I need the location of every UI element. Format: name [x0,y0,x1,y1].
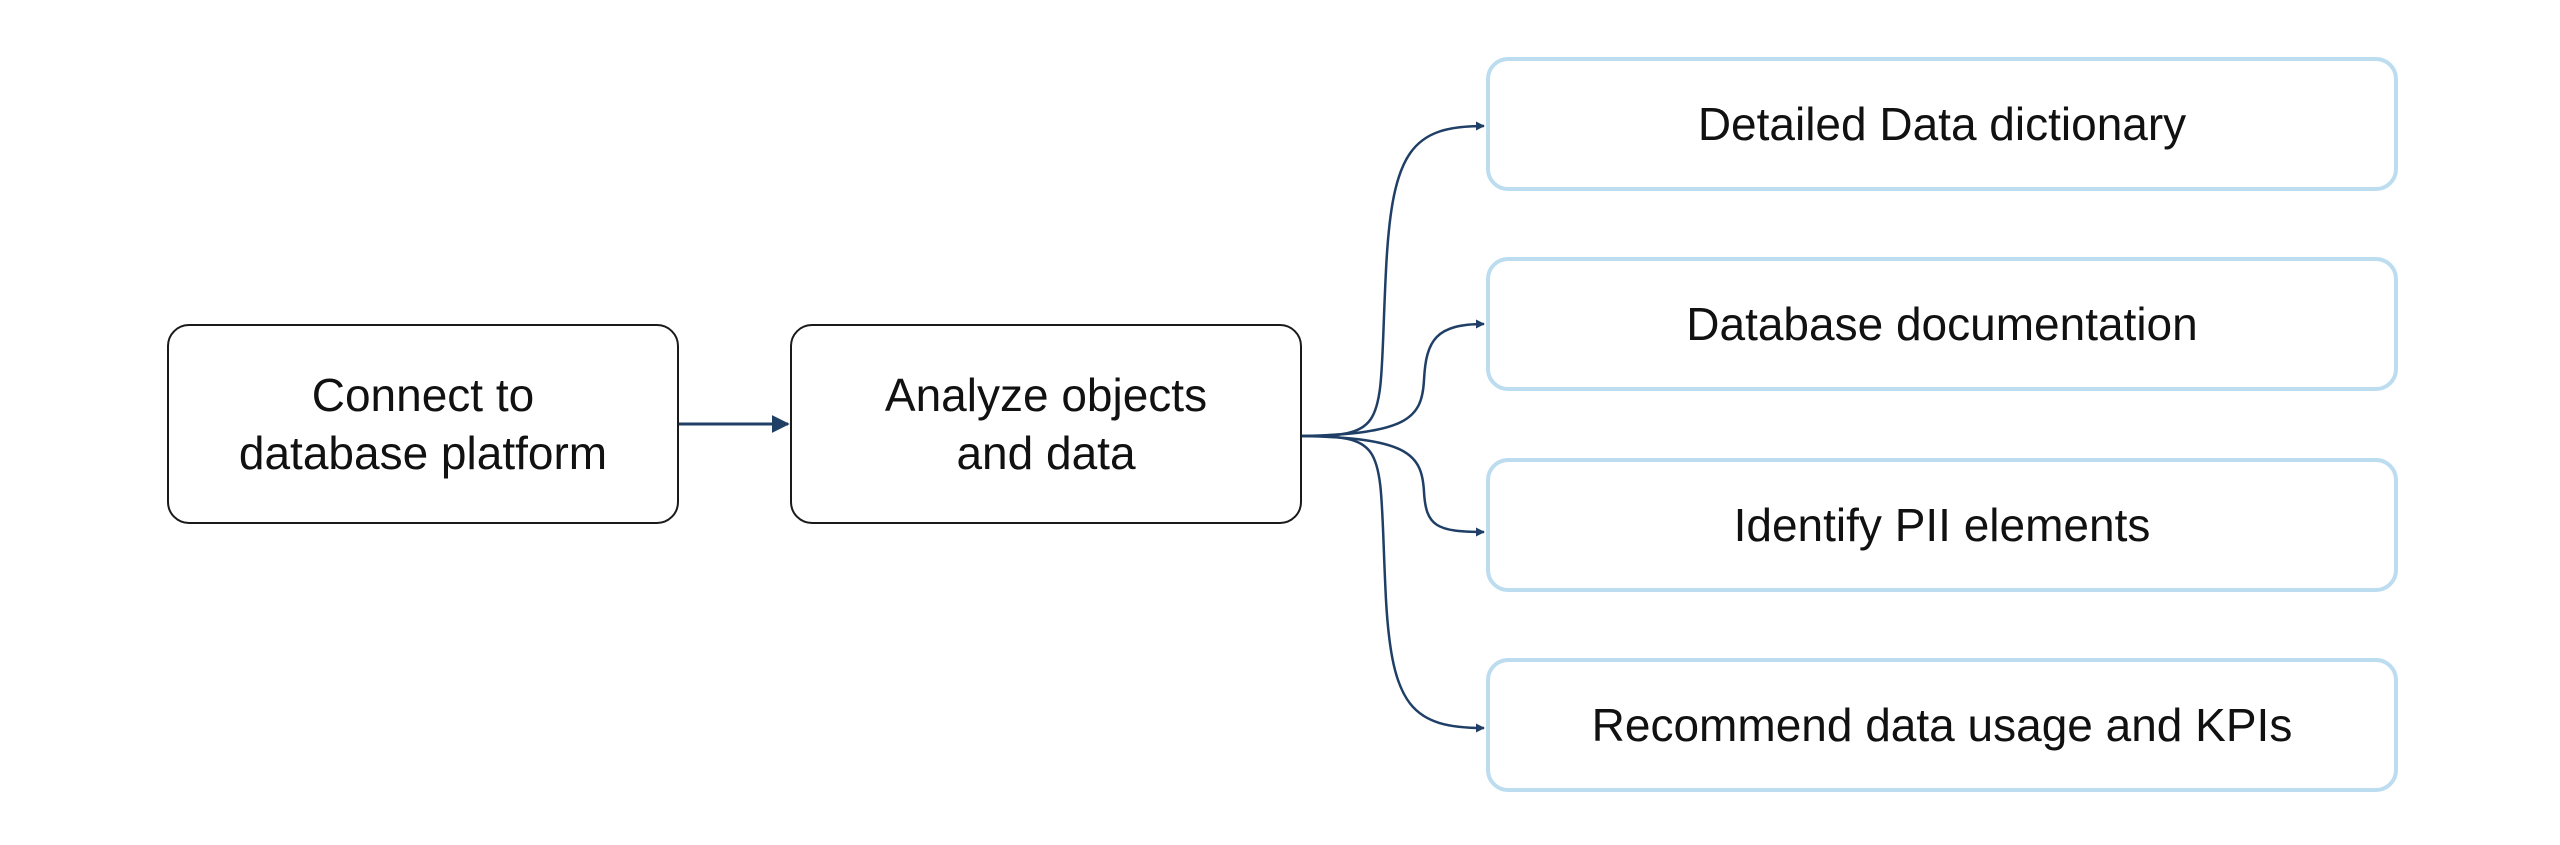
step-connect-to-database: Connect to database platform [167,324,679,524]
output-identify-pii: Identify PII elements [1486,458,2398,592]
output-recommend-kpis-label: Recommend data usage and KPIs [1591,699,2293,751]
step-analyze-objects: Analyze objects and data [790,324,1302,524]
output-database-documentation: Database documentation [1486,257,2398,391]
branch-arrow-database-documentation [1301,319,1485,438]
step-connect-label: Connect to database platform [238,369,608,479]
branch-arrow-data-dictionary [1301,121,1485,438]
output-recommend-kpis: Recommend data usage and KPIs [1486,658,2398,792]
output-data-dictionary: Detailed Data dictionary [1486,57,2398,191]
output-identify-pii-label: Identify PII elements [1733,499,2151,551]
branch-arrow-identify-pii [1301,434,1485,537]
output-data-dictionary-label: Detailed Data dictionary [1697,98,2187,150]
step-analyze-label: Analyze objects and data [884,369,1208,479]
output-database-documentation-label: Database documentation [1686,298,2198,350]
branch-arrow-recommend-kpis [1301,434,1485,733]
